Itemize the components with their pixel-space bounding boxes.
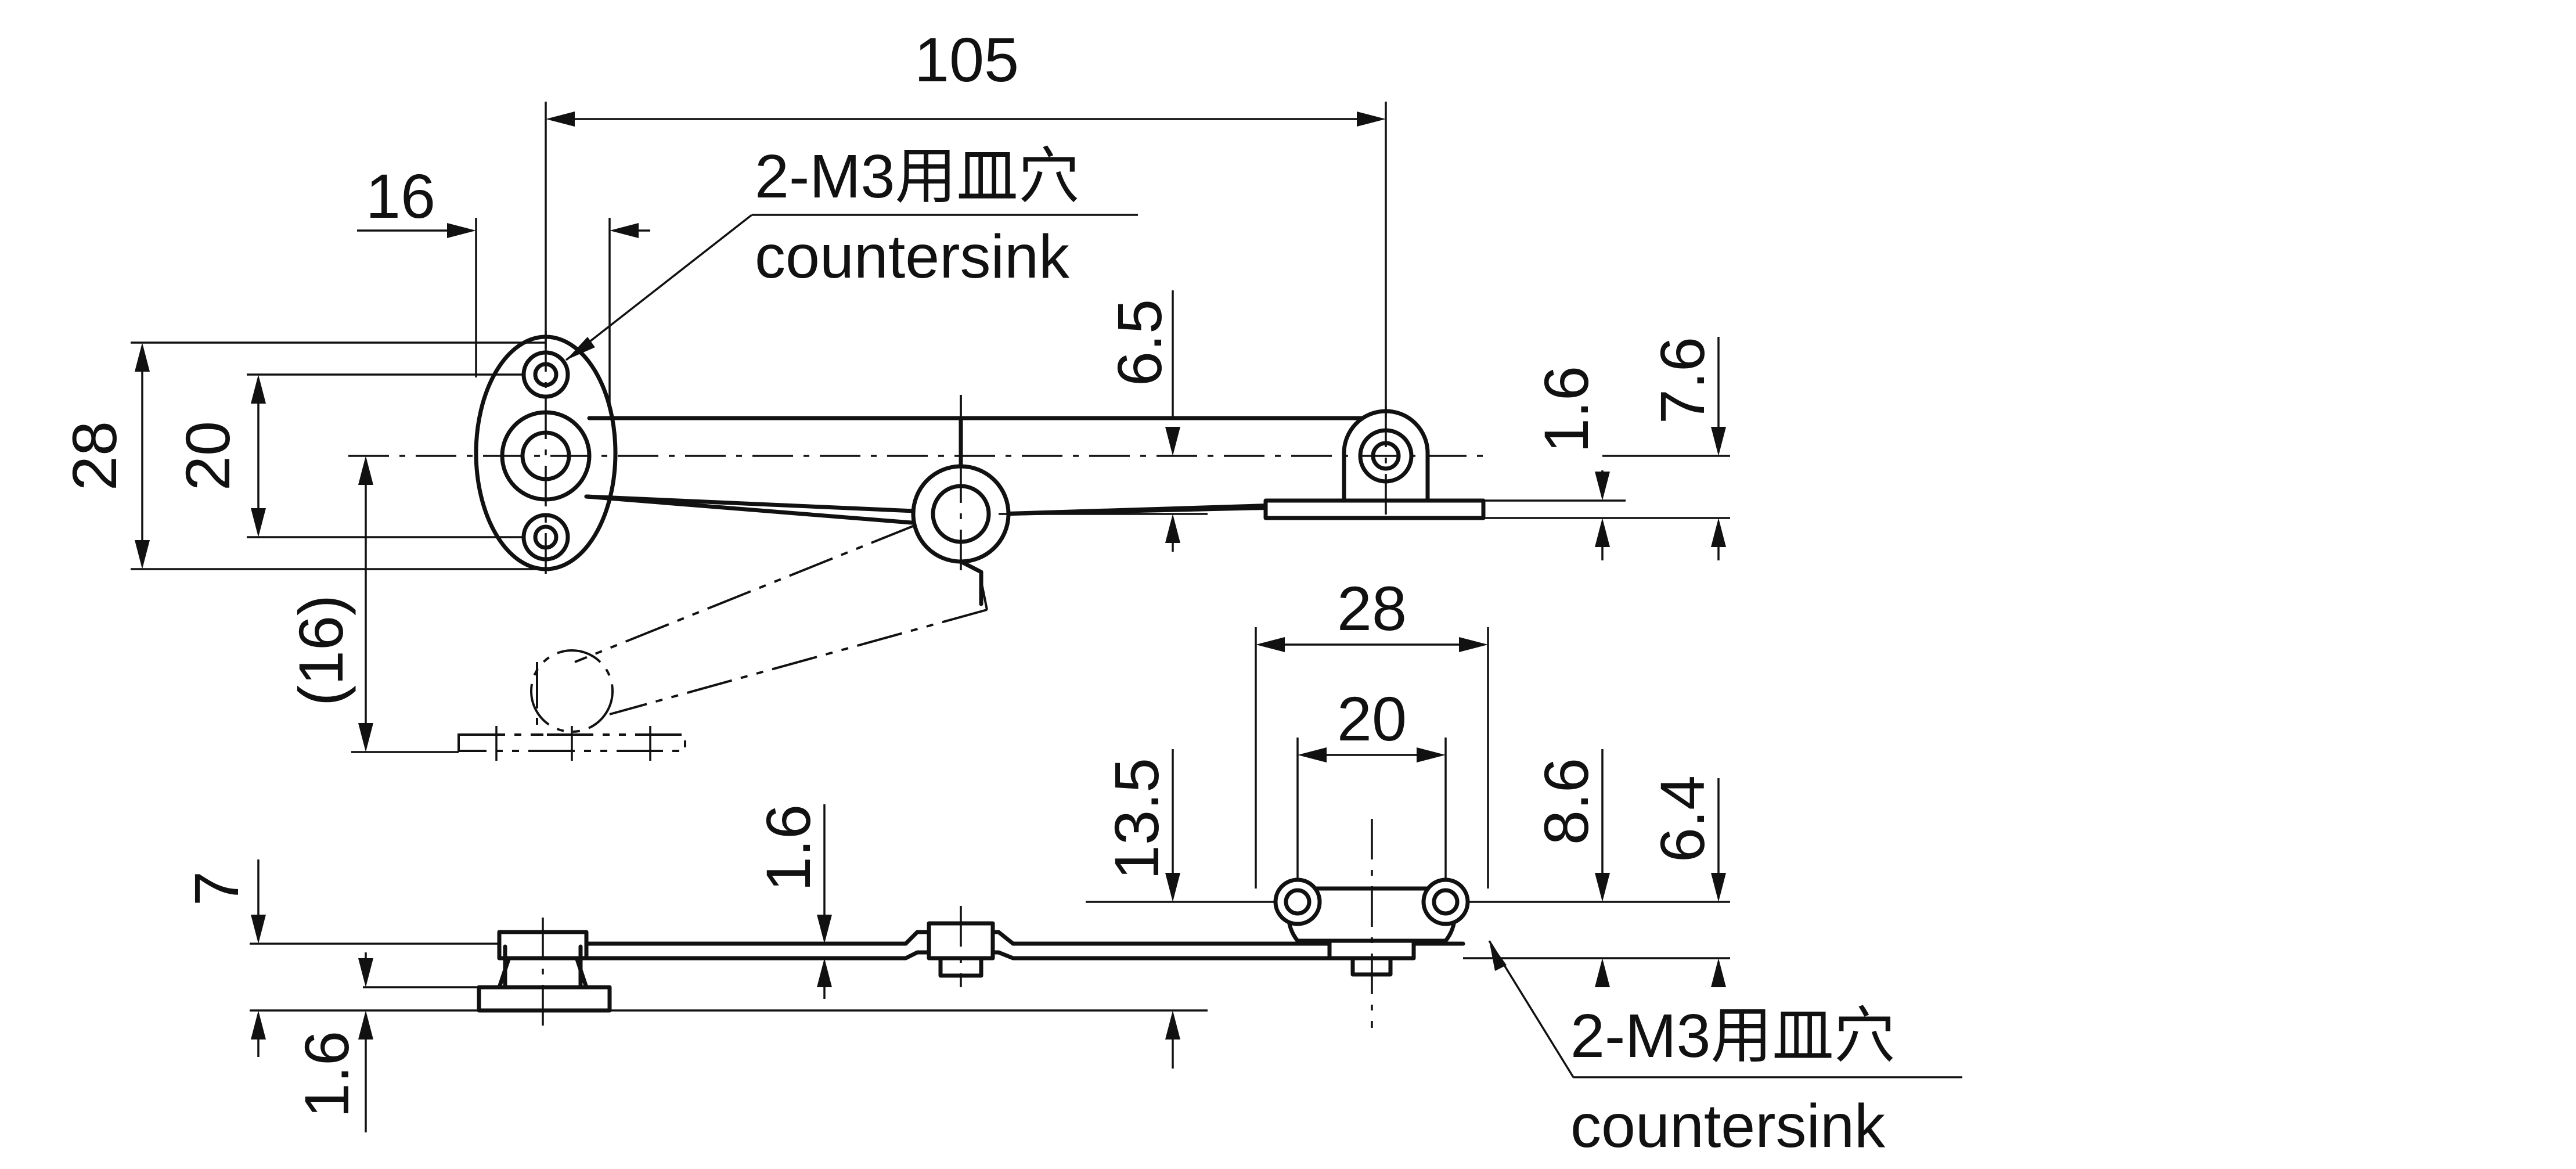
bottom-view-stay — [477, 819, 1470, 1028]
bracket-plan-hole-right — [1421, 877, 1470, 926]
dim-bracket-width: 28 — [1337, 573, 1407, 643]
folded-phantom-pivot — [530, 649, 614, 733]
bottom-note-english: countersink — [1570, 1092, 1886, 1160]
dim-height-13-5: 13.5 — [1101, 758, 1172, 880]
dim-swing-height: (16) — [286, 595, 356, 706]
top-view-stay — [348, 331, 1486, 761]
dim-height-6-4: 6.4 — [1647, 775, 1717, 862]
dim-height-8-6: 8.6 — [1531, 758, 1601, 845]
dim-overall-length: 105 — [914, 24, 1019, 95]
dim-height-28: 28 — [59, 421, 129, 491]
top-note-spec: 2-M3用皿穴 — [755, 142, 1080, 211]
dim-bracket-height: 7.6 — [1647, 337, 1717, 424]
bracket-plan-hole-left — [1273, 877, 1322, 926]
top-countersink-note: 2-M3用皿穴 countersink — [565, 142, 1138, 361]
top-view-dimensions: 105 16 28 20 (16) 6.5 — [59, 24, 1730, 753]
bottom-countersink-note: 2-M3用皿穴 countersink — [1488, 940, 1962, 1160]
dim-offset-7: 7 — [181, 871, 251, 906]
dim-hole-pitch: 20 — [1337, 684, 1407, 754]
bottom-view-dimensions: 28 20 13.5 8.6 6.4 1.6 — [181, 573, 1730, 1132]
dim-link-thickness: 1.6 — [753, 804, 823, 891]
right-bracket-plate — [1263, 498, 1486, 520]
bottom-note-spec: 2-M3用皿穴 — [1570, 1002, 1896, 1070]
dim-hole-offset: 16 — [366, 161, 435, 231]
dim-height-20: 20 — [172, 421, 243, 491]
top-note-english: countersink — [755, 222, 1070, 291]
dim-plate-thickness: 1.6 — [1531, 366, 1601, 453]
dim-rise: 6.5 — [1104, 299, 1174, 386]
folded-phantom-arm — [574, 524, 915, 663]
left-base-plate — [477, 985, 612, 1013]
dim-left-thickness: 1.6 — [291, 1031, 362, 1118]
